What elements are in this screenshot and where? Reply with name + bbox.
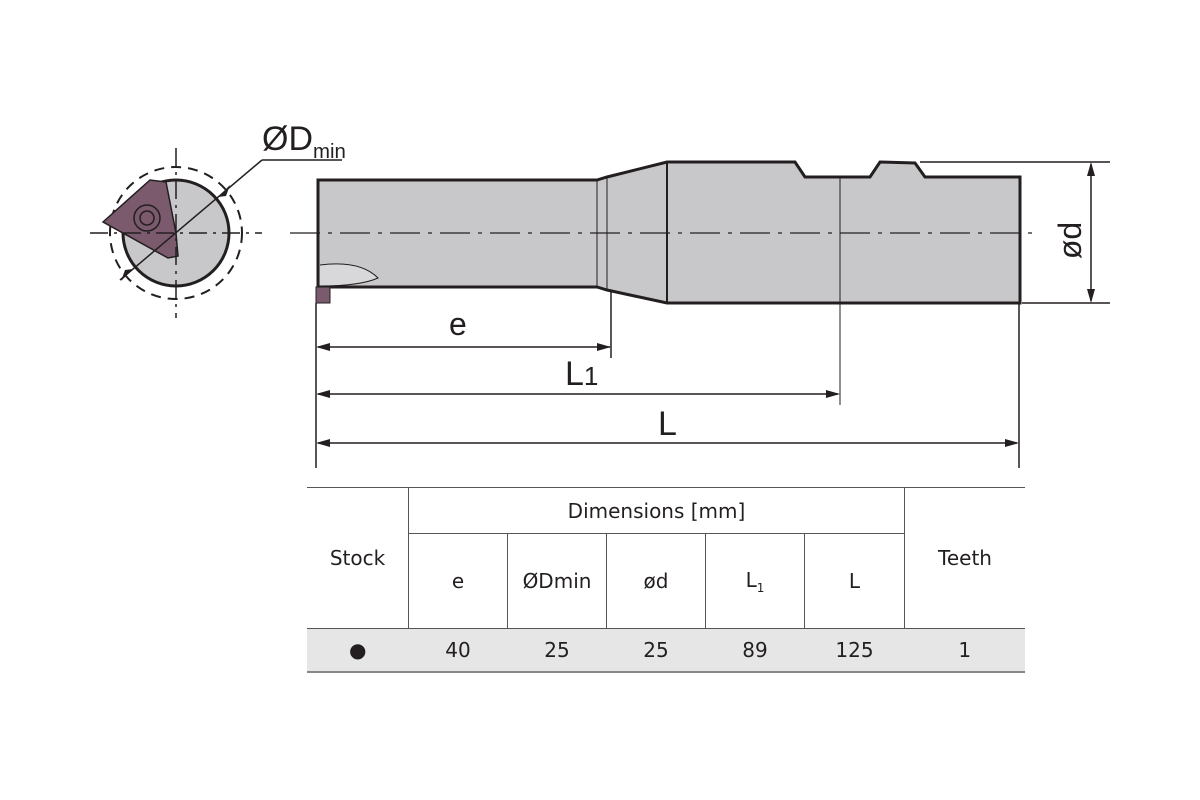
cell-l1: 89 [705,628,805,673]
dmin-arrow-lower [121,269,133,281]
d-label: ød [1052,221,1089,260]
l1-label: L1 [565,355,598,394]
l1-arrow-right [826,390,840,398]
dmin-label-subscript: min [313,140,346,163]
dimensions [315,161,1110,468]
cell-e: 40 [408,628,508,673]
teeth-header: Teeth [904,487,1025,629]
col-d: ød [606,533,706,629]
min-diameter-circle [109,166,243,300]
table-row: ● 40 25 25 89 125 1 [307,628,1025,673]
cell-l: 125 [804,628,905,673]
insert-tip [315,286,331,304]
col-dmin: ØDmin [507,533,607,629]
d-arrow-bottom [1087,289,1095,303]
torx-screw-icon [133,204,161,232]
cell-stock: ● [307,628,409,673]
col-l1-subscript: 1 [756,580,765,595]
dmin-label: ØDmin [262,120,346,164]
dimensions-table: Stock Dimensions [mm] Teeth e ØDmin ød L… [307,487,1025,673]
torx-screw-inner-icon [139,210,155,226]
e-label: e [449,306,467,342]
d-arrow-top [1087,162,1095,176]
l1-label-subscript: 1 [583,361,599,391]
dmin-arrow-upper [218,185,230,197]
e-arrow-right [597,343,611,351]
l1-arrow-left [316,390,330,398]
cell-d: 25 [606,628,706,673]
col-l: L [804,533,905,629]
cell-teeth: 1 [904,628,1025,673]
end-view [90,148,342,318]
col-l1: L1 [705,533,805,629]
chip-flute [319,263,379,287]
dmin-leader-line [119,159,263,281]
cell-dmin: 25 [507,628,607,673]
dimensions-header: Dimensions [mm] [408,487,905,534]
l-label: L [658,405,677,443]
stock-header: Stock [307,487,409,629]
col-l1-main: L [745,567,757,592]
col-e: e [408,533,508,629]
l-arrow-left [316,439,330,447]
l-arrow-right [1005,439,1019,447]
header-row-top: Stock Dimensions [mm] Teeth [307,487,1025,629]
header-row-columns: e ØDmin ød L1 L [307,533,1025,629]
side-view [290,160,1040,405]
l1-label-main: L [565,355,584,393]
dmin-label-main: ØD [262,120,313,158]
e-arrow-left [316,343,330,351]
